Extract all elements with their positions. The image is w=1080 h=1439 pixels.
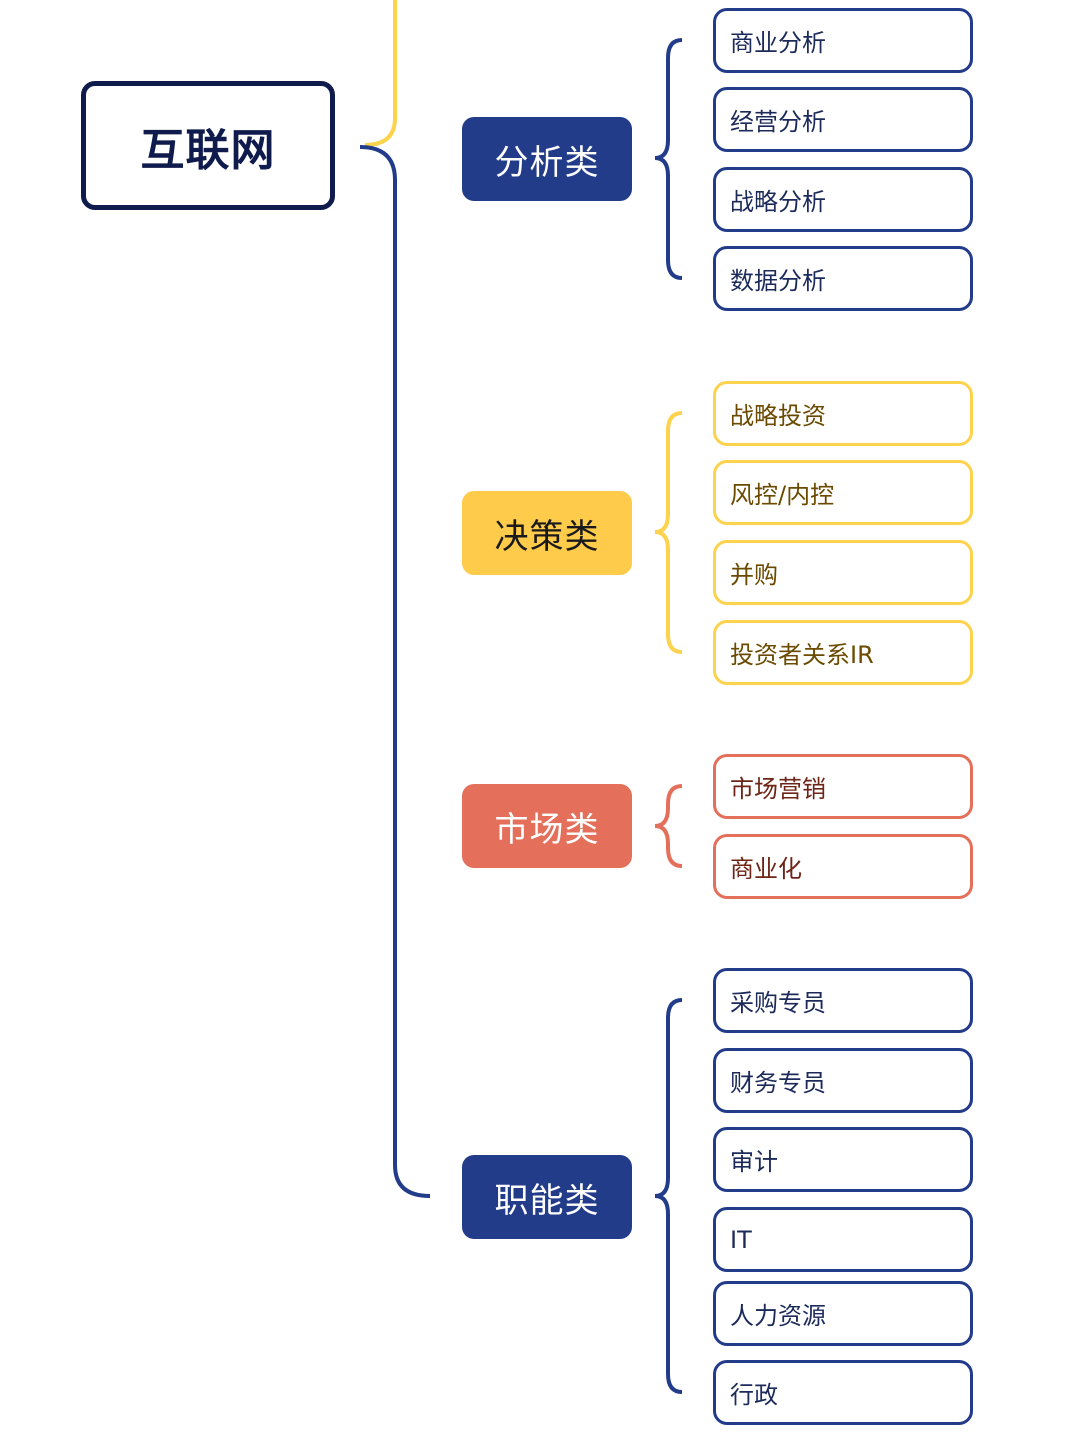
leaf-functional-3: 审计	[713, 1127, 973, 1192]
leaf-functional-2: 财务专员	[713, 1048, 973, 1113]
brace-market	[654, 784, 683, 868]
leaf-decision-2: 风控/内控	[713, 460, 973, 525]
leaf-analysis-3: 战略分析	[713, 167, 973, 232]
category-functional: 职能类	[462, 1155, 632, 1239]
trunk-line-upper	[364, 0, 397, 147]
leaf-decision-4: 投资者关系IR	[713, 620, 973, 685]
brace-functional	[654, 998, 683, 1394]
category-market: 市场类	[462, 784, 632, 868]
leaf-functional-4: IT	[713, 1207, 973, 1272]
leaf-analysis-2: 经营分析	[713, 87, 973, 152]
trunk-line-main	[359, 145, 431, 1198]
leaf-decision-1: 战略投资	[713, 381, 973, 446]
leaf-decision-3: 并购	[713, 540, 973, 605]
brace-analysis	[654, 38, 683, 280]
leaf-functional-6: 行政	[713, 1360, 973, 1425]
leaf-functional-1: 采购专员	[713, 968, 973, 1033]
leaf-analysis-1: 商业分析	[713, 8, 973, 73]
root-node: 互联网	[81, 81, 335, 210]
leaf-functional-5: 人力资源	[713, 1281, 973, 1346]
leaf-market-2: 商业化	[713, 834, 973, 899]
brace-decision	[654, 411, 683, 654]
leaf-market-1: 市场营销	[713, 754, 973, 819]
category-analysis: 分析类	[462, 117, 632, 201]
category-decision: 决策类	[462, 491, 632, 575]
leaf-analysis-4: 数据分析	[713, 246, 973, 311]
